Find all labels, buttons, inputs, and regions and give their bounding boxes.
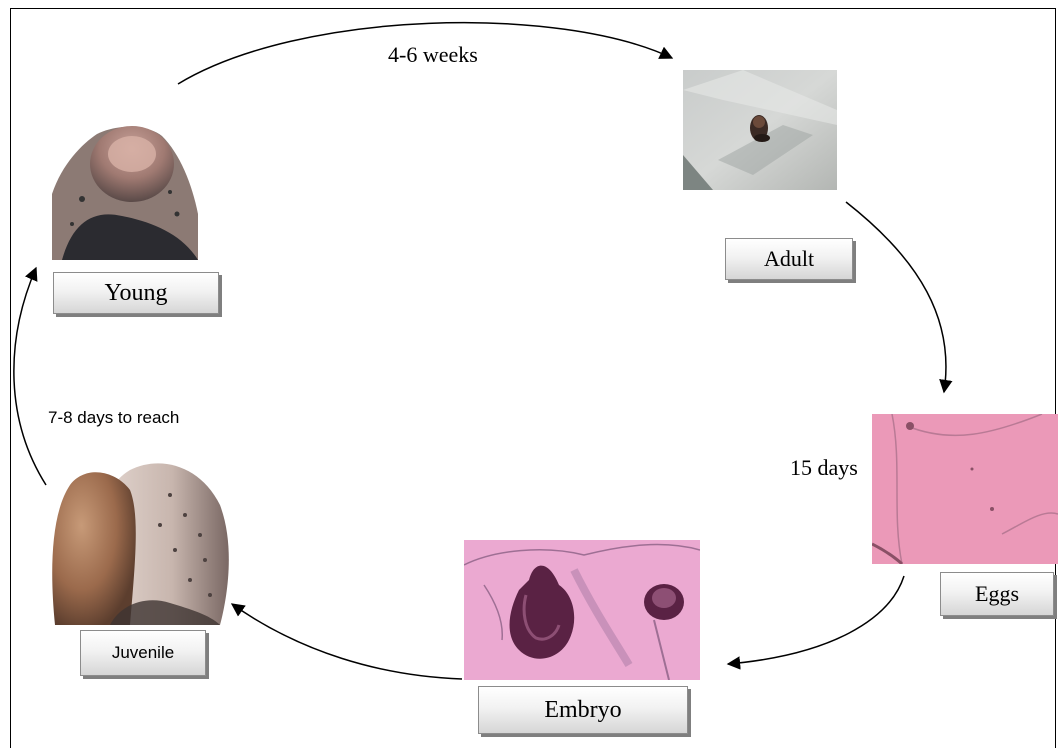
eggs-photo <box>872 414 1058 564</box>
duration-eggs-to-embryo: 15 days <box>790 455 858 481</box>
young-label-text: Young <box>105 280 168 307</box>
adult-label-text: Adult <box>764 246 814 272</box>
arrow-embryo-to-juvenile <box>232 604 462 679</box>
adult-photo <box>683 70 837 190</box>
embryo-photo <box>464 540 700 680</box>
juvenile-label-text: Juvenile <box>112 643 174 663</box>
young-photo <box>52 124 198 260</box>
stage-label-adult: Adult <box>725 238 853 280</box>
stage-label-embryo: Embryo <box>478 686 688 734</box>
stage-label-young: Young <box>53 272 219 314</box>
embryo-label-text: Embryo <box>544 697 621 724</box>
stage-label-juvenile: Juvenile <box>80 630 206 676</box>
eggs-label-text: Eggs <box>975 581 1019 607</box>
arrow-juvenile-to-young <box>14 268 46 485</box>
duration-juvenile-to-young: 7-8 days to reach <box>48 408 179 428</box>
arrow-eggs-to-embryo <box>728 576 904 664</box>
stage-label-eggs: Eggs <box>940 572 1054 616</box>
juvenile-photo <box>50 455 230 625</box>
arrow-adult-to-eggs <box>846 202 946 392</box>
duration-young-to-adult: 4-6 weeks <box>388 42 478 68</box>
